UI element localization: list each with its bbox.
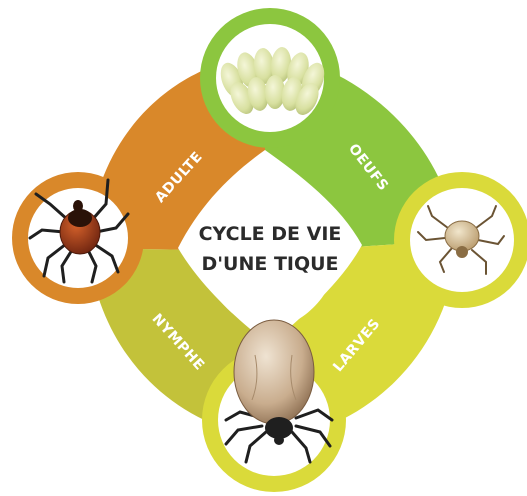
diagram-title-line-2: D'UNE TIQUE — [201, 253, 338, 275]
diagram-title-line-1: CYCLE DE VIE — [199, 223, 342, 245]
stage-circle-larves — [394, 172, 527, 308]
stage-circle-oeufs — [200, 8, 340, 148]
stage-circle-adulte — [12, 172, 144, 304]
